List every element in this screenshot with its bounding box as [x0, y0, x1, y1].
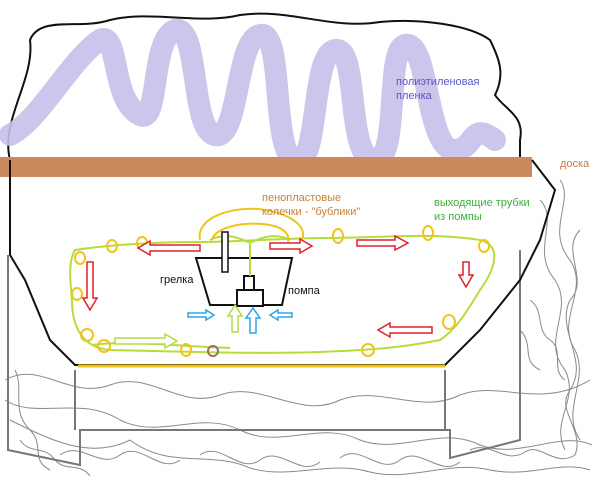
arrow-left-bottom [376, 321, 433, 339]
foam-ring [106, 239, 118, 253]
arrow-up-center [226, 303, 244, 333]
tube-from-pump-right [249, 235, 291, 244]
foam-ring [80, 328, 94, 342]
label-tubes-line1: выходящие трубки [434, 197, 530, 209]
foam-ring [97, 339, 111, 353]
film-outline [7, 12, 522, 161]
arrow-right-mid [356, 234, 410, 252]
foam-ring-arc-outer [198, 207, 305, 243]
arrow-right-bottom [114, 332, 179, 350]
label-pump: помпа [288, 285, 321, 297]
foam-ring [71, 287, 83, 301]
label-film-line2: пленка [396, 90, 433, 102]
film-squiggle [0, 19, 506, 172]
label-film-line1: полиэтиленовая [396, 76, 480, 88]
arrow-right-top [269, 237, 314, 255]
label-tubes-line2: из помпы [434, 211, 482, 223]
pump-body [236, 289, 264, 307]
arrow-down-left [81, 261, 99, 312]
outer-container [7, 250, 521, 467]
heater-assembly [194, 231, 294, 307]
foam-ring [442, 314, 456, 330]
arrow-blue-left [268, 308, 293, 322]
heater-rod [221, 231, 229, 273]
arrow-blue-right-left [187, 308, 216, 322]
arrow-down-right [457, 261, 475, 289]
foam-ring [422, 225, 434, 241]
arrow-blue-up [244, 306, 262, 334]
pump-top [243, 275, 255, 291]
foam-ring [74, 251, 86, 265]
foam-ring [332, 228, 344, 244]
green-flow-arrows [114, 303, 244, 350]
label-rings-line2: колечки - "бублики" [262, 206, 360, 218]
arrow-left-top [136, 239, 201, 257]
label-rings-line1: пенопластовые [262, 192, 341, 204]
red-flow-arrows [81, 234, 475, 339]
foam-ring [361, 343, 375, 357]
blue-flow-arrows [187, 306, 293, 334]
foam-ring [180, 343, 192, 357]
label-heater: грелка [160, 274, 194, 286]
board-plank [0, 157, 532, 177]
tube-from-pump-left [209, 235, 251, 244]
foam-ring-arc-inner [211, 222, 290, 243]
foam-ring-brown [207, 345, 219, 357]
label-board: доска [560, 158, 590, 170]
foam-ring [478, 239, 490, 253]
